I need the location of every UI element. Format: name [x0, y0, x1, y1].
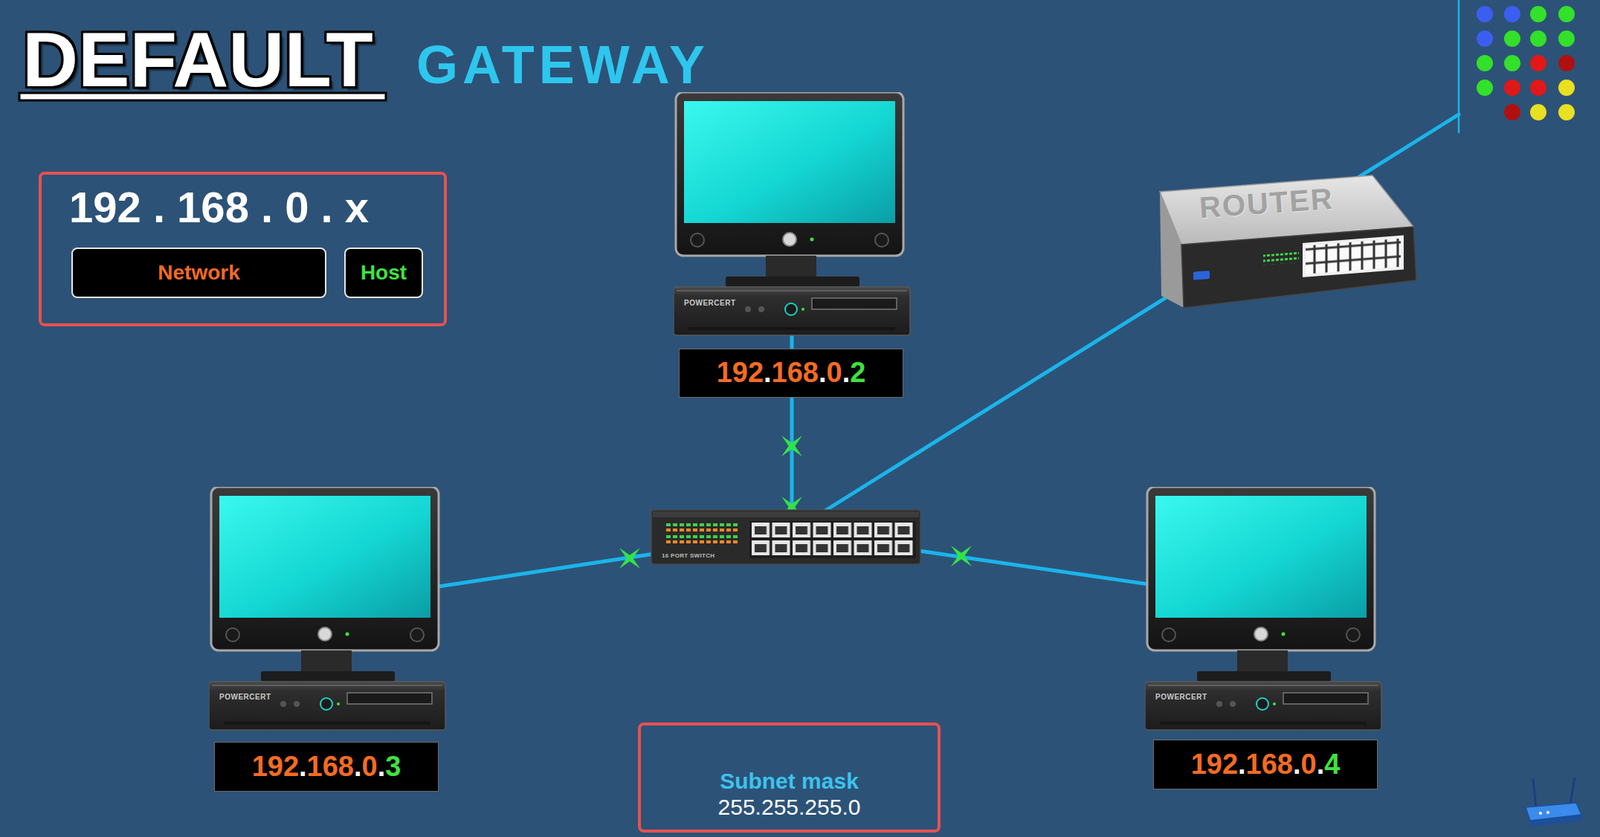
diagram-title: DEFAULT — [22, 20, 374, 99]
router-icon — [1159, 175, 1417, 308]
network-address-box: 192 . 168 . 0 . x Network Host — [38, 171, 447, 327]
node-text: Host — [360, 260, 407, 285]
node-text: 192 . 168 . 0 . x — [69, 182, 369, 233]
ip-address-box: 192.168.0.2 — [678, 348, 904, 398]
decorative-dots — [1476, 5, 1575, 121]
brand-label: POWERCERT — [684, 298, 737, 308]
router-device: ROUTER — [1156, 171, 1417, 309]
link-markers — [619, 435, 972, 569]
node-text: ROUTER — [1198, 181, 1336, 226]
computer-icon — [1144, 486, 1382, 731]
brand-label: POWERCERT — [1155, 692, 1208, 702]
device-label: 16 PORT SWITCH — [661, 553, 715, 560]
node-text: Network — [157, 260, 240, 285]
switch-icon — [651, 510, 921, 565]
computer-icon — [673, 92, 911, 336]
ip-address-text: 192.168.0.4 — [1191, 748, 1341, 782]
ip-address-box: 192.168.0.3 — [214, 742, 439, 792]
network-part-box: Network — [71, 247, 327, 299]
ip-address-box: 192.168.0.4 — [1153, 739, 1378, 790]
node-text: Subnet mask — [719, 768, 859, 795]
heading-word: GATEWAY — [416, 35, 710, 95]
node-text: 255.255.255.0 — [718, 794, 861, 821]
computer-icon — [208, 486, 446, 731]
brand-label: POWERCERT — [219, 692, 272, 702]
corner-router-icon — [1525, 777, 1582, 827]
ip-address-text: 192.168.0.2 — [716, 356, 867, 390]
ip-address-text: 192.168.0.3 — [252, 750, 402, 784]
host-part-box: Host — [344, 247, 424, 299]
subnet-mask-box: Subnet mask255.255.255.0 — [637, 722, 941, 833]
